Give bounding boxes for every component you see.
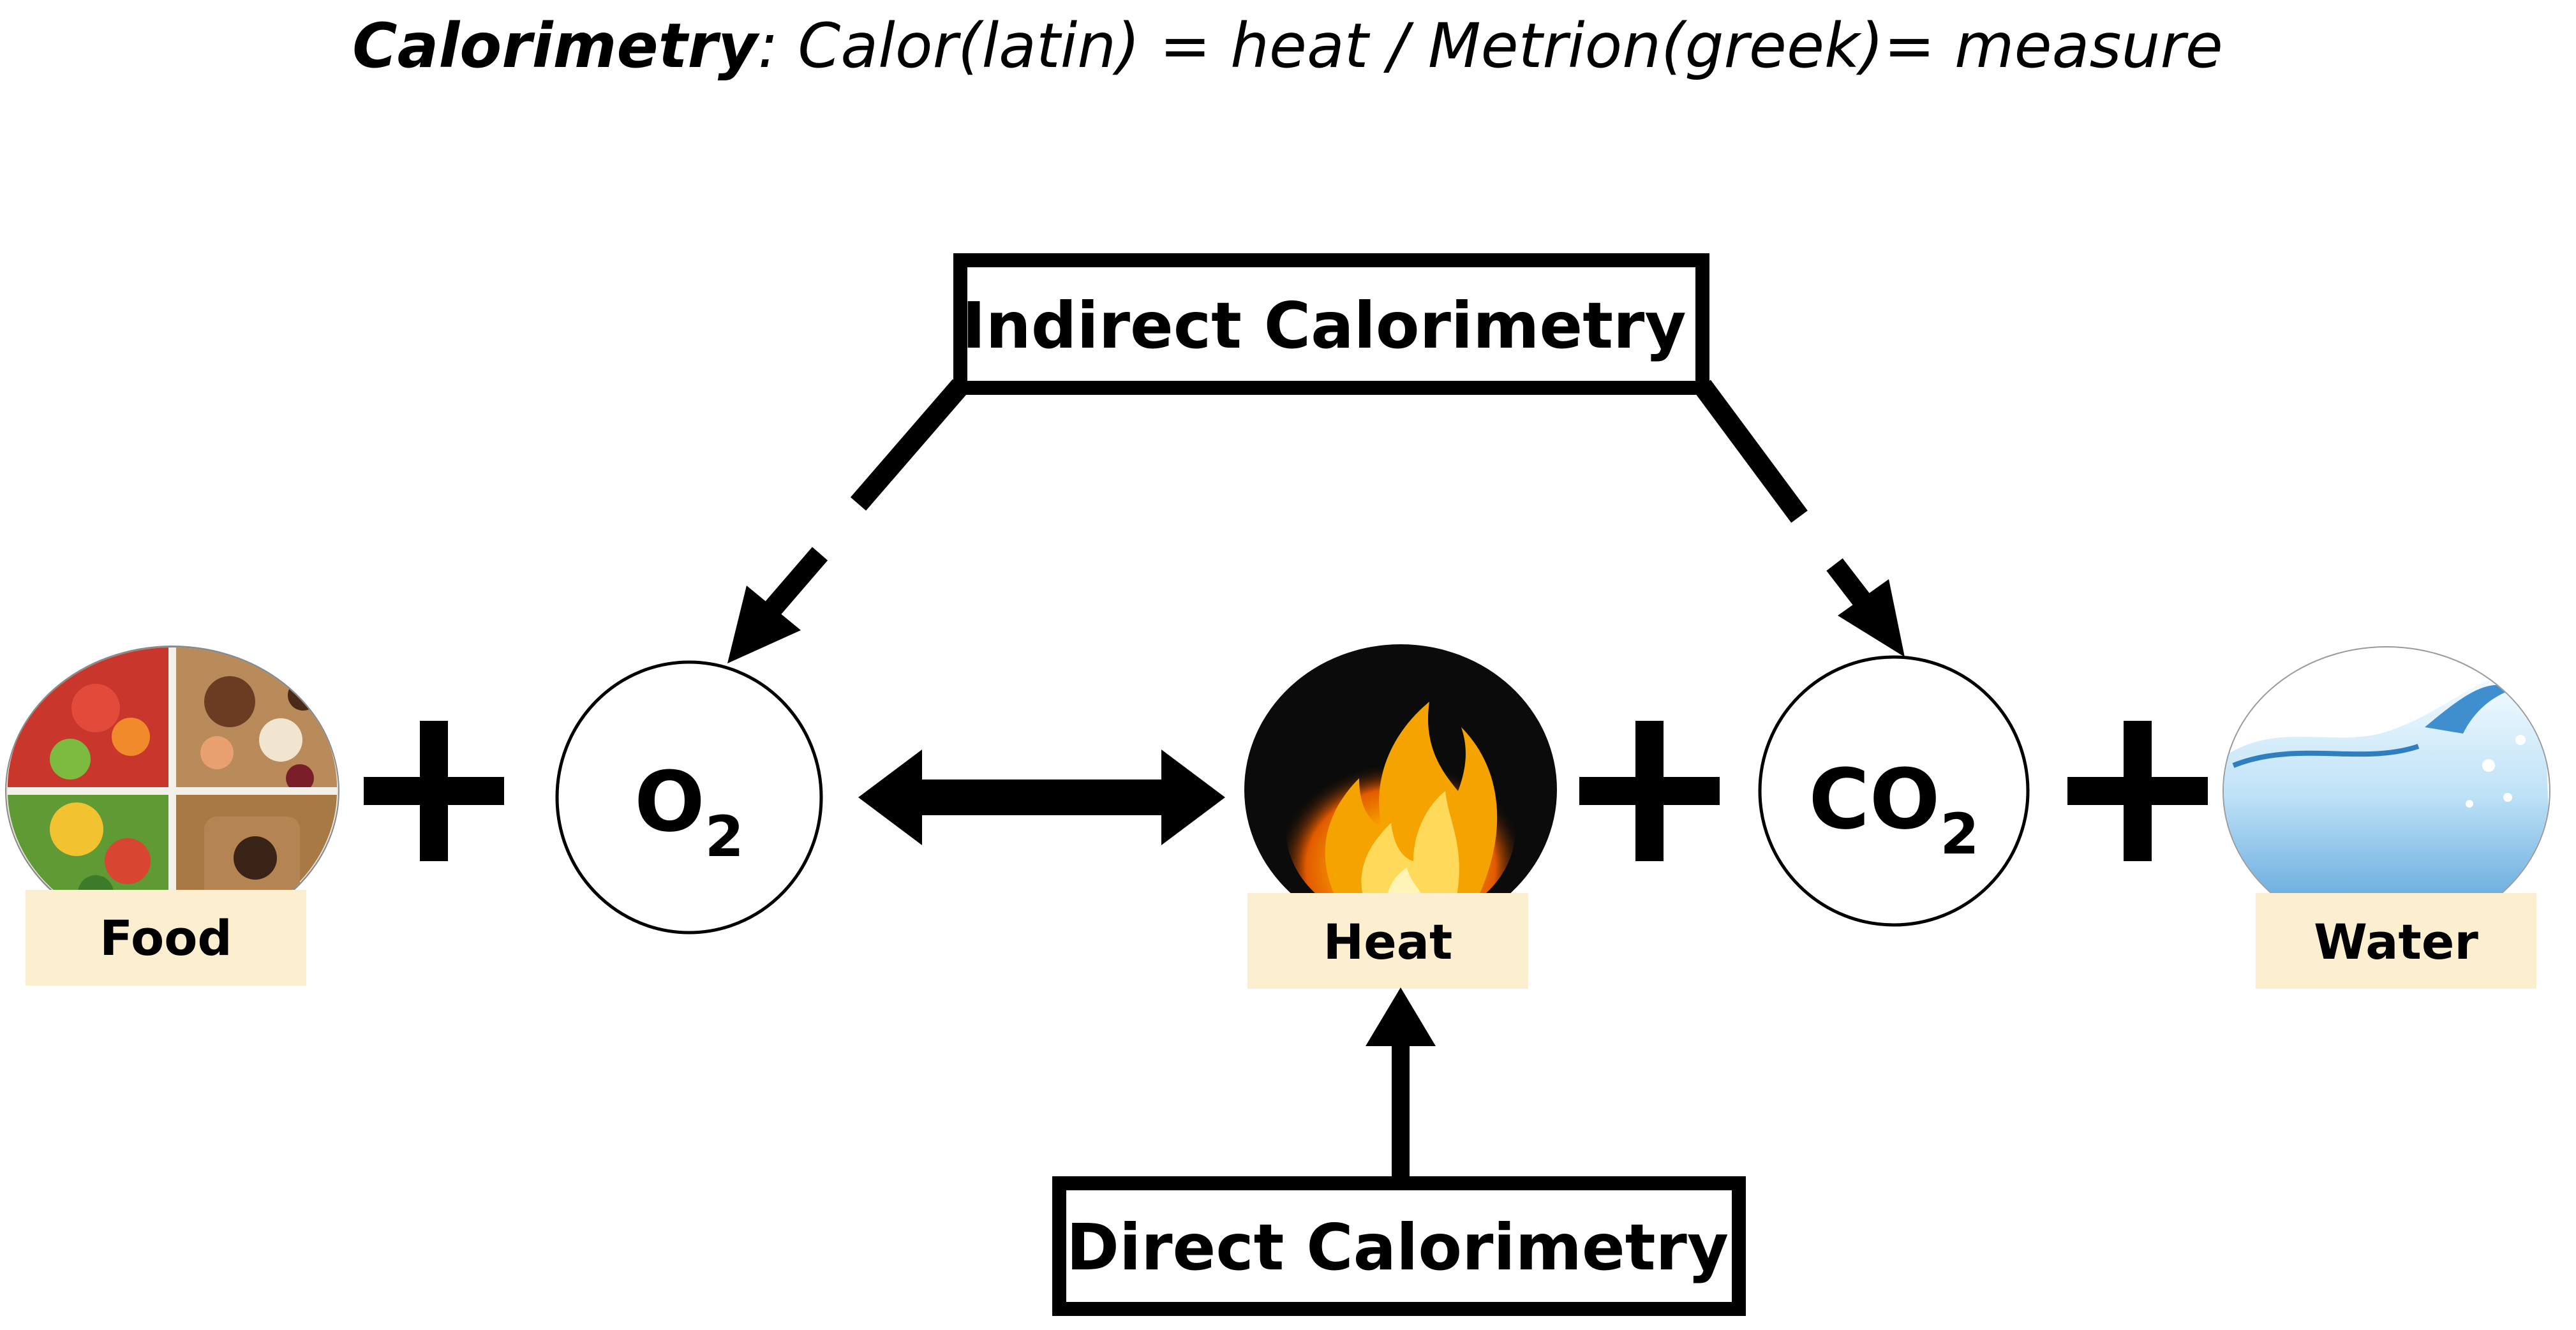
indirect-to-co2-arrow	[1694, 380, 1905, 657]
title-definition: : Calor(latin) = heat / Metrion(greek)= …	[757, 10, 2222, 82]
water-splash-icon	[2222, 646, 2550, 936]
page-title: Calorimetry: Calor(latin) = heat / Metri…	[352, 10, 2223, 82]
co2-formula: CO2	[1808, 751, 1979, 867]
direct-calorimetry-box: Direct Calorimetry	[1052, 1176, 1746, 1316]
co2-base: CO	[1808, 751, 1940, 848]
plus-sign-2	[1579, 721, 1720, 861]
indirect-calorimetry-box: Indirect Calorimetry	[953, 253, 1709, 395]
heat-label-tag: Heat	[1247, 893, 1528, 989]
food-label: Food	[100, 910, 232, 966]
direct-to-heat-arrow	[1366, 987, 1436, 1180]
food-plate-icon	[5, 646, 339, 936]
food-label-tag: Food	[26, 890, 306, 986]
title-bold-term: Calorimetry	[352, 10, 760, 82]
indirect-calorimetry-label: Indirect Calorimetry	[962, 288, 1686, 363]
co2-circle: CO2	[1758, 655, 2030, 927]
indirect-to-oxygen-arrow	[727, 379, 969, 663]
plus-sign-1	[364, 721, 504, 861]
oxygen-subscript: 2	[705, 804, 744, 869]
oxygen-base: O	[634, 753, 705, 850]
fire-icon	[1244, 644, 1557, 935]
plus-sign-3	[2067, 721, 2208, 861]
water-label-tag: Water	[2256, 893, 2536, 989]
oxygen-formula: O2	[634, 753, 744, 869]
oxygen-circle: O2	[555, 660, 823, 935]
direct-calorimetry-label: Direct Calorimetry	[1066, 1210, 1729, 1285]
heat-label: Heat	[1323, 913, 1453, 970]
co2-subscript: 2	[1940, 801, 1979, 867]
double-headed-arrow	[858, 750, 1225, 845]
water-label: Water	[2314, 913, 2478, 970]
